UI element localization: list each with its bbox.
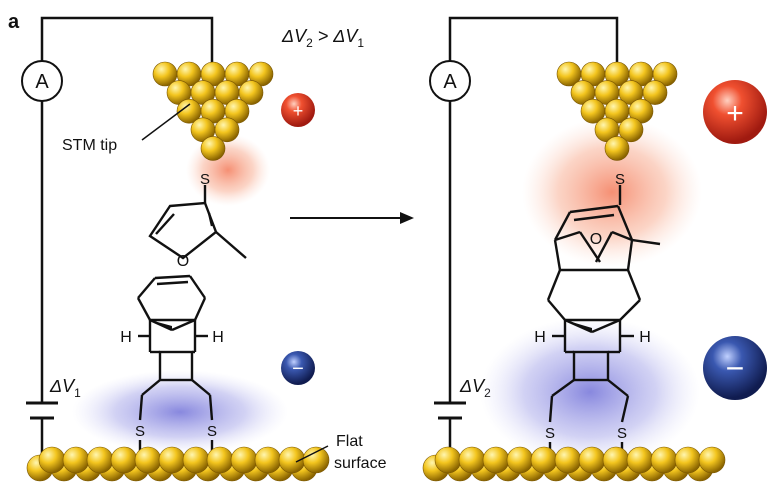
left-hydrogen-left: H (120, 329, 132, 346)
right-panel: ΔV2 A + − (422, 16, 767, 482)
left-negative-charge-sign: − (292, 358, 304, 380)
right-ammeter (429, 60, 471, 102)
gold-atom (254, 446, 282, 474)
gold-atom (458, 446, 486, 474)
left-hydrogen-right: H (212, 329, 224, 346)
right-ammeter-label: A (443, 71, 457, 93)
left-oxygen: O (177, 253, 189, 270)
right-negative-charge (703, 336, 767, 400)
gold-atom (506, 446, 534, 474)
left-sulfur-bottom-right: S (207, 423, 217, 440)
surface-label: Flat (336, 433, 363, 450)
gold-atom (642, 80, 668, 105)
gold-atom (182, 446, 210, 474)
surface-label-line2: surface (334, 455, 387, 472)
gold-atom (434, 446, 462, 474)
gold-atom (134, 446, 162, 474)
gold-atom (158, 446, 186, 474)
right-sulfur-bottom-left: S (545, 425, 555, 442)
right-wedge-bond (565, 320, 592, 332)
gold-atom (482, 446, 510, 474)
gold-atom (602, 446, 630, 474)
gold-atom (530, 446, 558, 474)
reaction-arrowhead (400, 212, 414, 224)
gold-atom (214, 117, 240, 143)
left-wedge-bond (150, 320, 172, 330)
right-negative-charge-sign: − (726, 350, 745, 386)
gold-atom (206, 446, 234, 474)
left-positive-charge-sign: + (293, 101, 304, 121)
left-sulfur-top: S (200, 171, 210, 188)
gold-atom (626, 446, 654, 474)
gold-atom (578, 446, 606, 474)
left-bias-label: ΔV1 (49, 376, 81, 400)
surface-pointer (295, 445, 329, 463)
stm-tip-label: STM tip (62, 137, 117, 154)
gold-atom (62, 446, 90, 474)
gold-atom (698, 446, 726, 474)
right-gold-surface (422, 446, 726, 482)
gold-atom (200, 136, 226, 161)
right-oxygen: O (590, 231, 602, 248)
gold-atom (238, 80, 264, 105)
right-negative-glow (480, 317, 700, 467)
gold-atom (38, 446, 66, 474)
gold-atom (86, 446, 114, 474)
gold-atom (674, 446, 702, 474)
gold-atom (554, 446, 582, 474)
right-positive-charge (703, 80, 767, 144)
condition-text: ΔV2 > ΔV1 (281, 26, 364, 50)
panel-label: a (8, 11, 20, 33)
left-ammeter-label: A (35, 71, 49, 93)
gold-atom (650, 446, 678, 474)
gold-atom (604, 136, 630, 161)
gold-atom (302, 446, 330, 474)
left-ammeter (21, 60, 63, 102)
right-circuit-wire-top (448, 16, 619, 72)
gold-atom (618, 117, 644, 143)
left-positive-charge (281, 93, 315, 127)
right-hydrogen-right: H (639, 329, 651, 346)
left-sulfur-bottom-left: S (135, 423, 145, 440)
right-sulfur-top: S (615, 171, 625, 188)
left-stm-tip (152, 61, 274, 161)
left-negative-glow (72, 370, 288, 454)
left-panel: ΔV1 A STM tip + − (21, 16, 387, 482)
right-positive-charge-sign: + (726, 97, 744, 130)
left-positive-glow (186, 134, 270, 206)
left-negative-charge (281, 351, 315, 385)
gold-atom (230, 446, 258, 474)
right-positive-glow (522, 117, 702, 267)
left-circuit-wire-top (40, 16, 214, 72)
right-hydrogen-left: H (534, 329, 546, 346)
right-stm-tip (556, 61, 678, 161)
right-sulfur-bottom-right: S (617, 425, 627, 442)
stm-tip-pointer (141, 103, 191, 141)
gold-atom (110, 446, 138, 474)
left-gold-surface (26, 446, 330, 482)
right-molecule (546, 185, 661, 452)
